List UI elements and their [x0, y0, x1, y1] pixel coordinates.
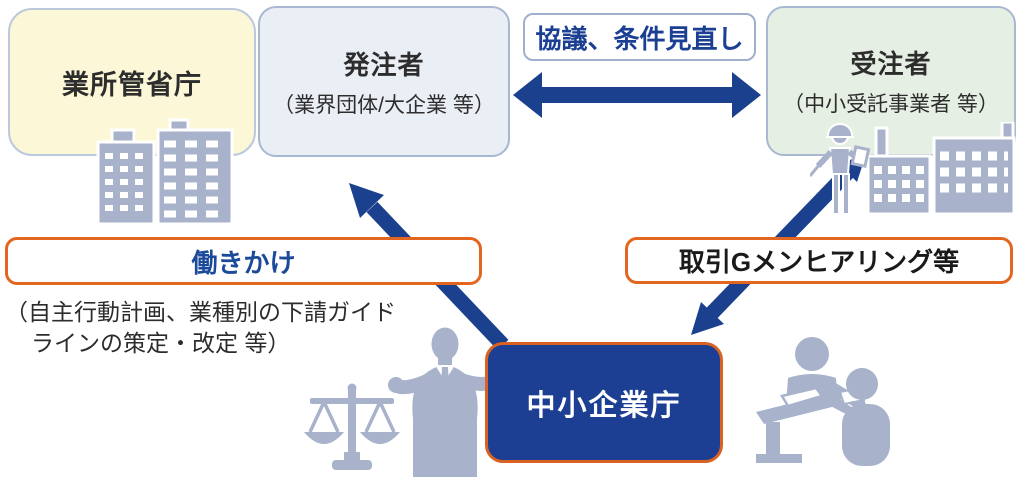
hearing-label-text: 取引Gメンヒアリング等	[678, 247, 960, 277]
orderer-title: 発注者	[343, 49, 425, 80]
node-agency: 中小企業庁	[485, 342, 723, 463]
node-orderer: 発注者 （業界団体/大企業 等）	[258, 6, 510, 157]
negotiation-label-text: 協議、条件見直し	[535, 23, 744, 54]
negotiation-label: 協議、条件見直し	[523, 13, 756, 61]
contractor-subtitle: （中小受託事業者 等）	[783, 93, 999, 116]
orderer-subtitle: （業界団体/大企業 等）	[273, 93, 495, 117]
scales-icon	[304, 383, 400, 470]
outreach-label-text: 働きかけ	[191, 247, 296, 278]
ministry-label: 業所管省庁	[62, 69, 202, 100]
construction-worker-icon	[810, 123, 871, 215]
office-buildings-icon	[96, 118, 234, 226]
factory-icon	[866, 122, 1016, 216]
outreach-note-line1: （自主行動計画、業種別の下請ガイド	[5, 299, 396, 325]
agency-label: 中小企業庁	[526, 389, 682, 422]
negotiation-double-arrow	[513, 72, 761, 118]
interview-desk-icon	[756, 337, 890, 466]
worker-and-factory-icon	[810, 122, 1016, 216]
hearing-label: 取引Gメンヒアリング等	[625, 237, 1013, 284]
outreach-label: 働きかけ	[5, 237, 482, 285]
outreach-note-line2: ラインの策定・改定 等）	[31, 330, 291, 356]
outreach-note: （自主行動計画、業種別の下請ガイド ラインの策定・改定 等）	[5, 297, 396, 359]
node-contractor: 受注者 （中小受託事業者 等）	[766, 6, 1016, 156]
contractor-title: 受注者	[850, 49, 932, 79]
